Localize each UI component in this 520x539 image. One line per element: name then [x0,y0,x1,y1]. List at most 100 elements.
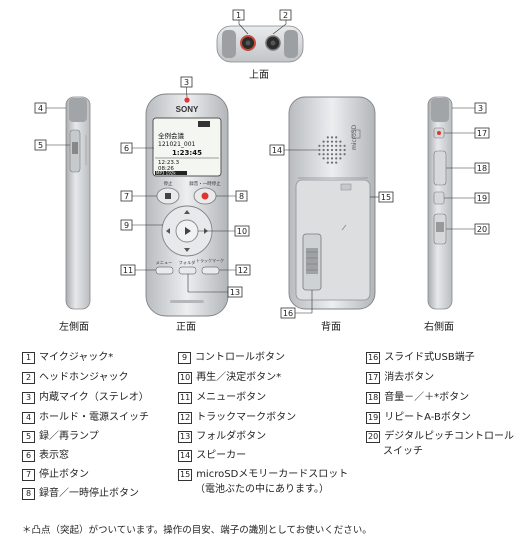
legend-num: 6 [22,450,35,462]
callout-number: 8 [239,192,244,201]
display-window [152,117,222,177]
callout-3: 3 [474,102,487,114]
speaker-hole [326,144,329,147]
callout-number: 16 [283,309,293,318]
menu-button [155,266,174,275]
callout-9: 9 [120,219,133,231]
legend-num: 2 [22,372,35,384]
speaker-hole [330,157,334,160]
speaker-hole [335,157,338,160]
stop-button-label: 停止 [164,180,173,187]
speaker-hole [330,136,334,139]
speaker-hole [318,148,321,152]
speaker-hole [322,157,325,160]
speaker-hole [330,161,334,164]
callout-number: 10 [237,227,247,236]
speaker-hole [322,148,325,152]
callout-number: 3 [478,104,483,113]
legend-label: 音量－／＋*ボタン [384,392,470,403]
speaker-hole [339,140,342,143]
callout-17: 17 [474,127,490,139]
legend-label: 停止ボタン [39,469,89,480]
legend-num: 9 [178,352,191,364]
legend-num: 7 [22,469,35,481]
legend-num: 17 [366,372,381,384]
legend-num: 14 [178,450,193,462]
speaker-hole [335,153,338,156]
callout-4: 4 [34,102,47,114]
legend-label: スライド式USB端子 [384,352,475,363]
legend-label: スピーカー [196,450,247,461]
callout-14: 14 [269,144,285,156]
legend-item-2: 2 ヘッドホンジャック [22,372,129,384]
speaker-hole [343,144,346,147]
device-illustration: SONY 全例会議 121021_001 1:23:45 12:23.3 08:… [34,9,490,319]
speaker-hole [326,140,329,143]
callout-number: 2 [283,11,288,20]
legend-label: ヘッドホンジャック [39,372,129,383]
speaker-hole [326,161,329,164]
callout-6: 6 [120,142,133,154]
callout-number: 14 [272,146,282,155]
legend-label: デジタルピッチコントロール [384,431,514,442]
view-label-left: 左側面 [59,322,89,333]
speaker-hole [318,153,321,156]
legend-num: 20 [366,431,381,443]
legend-item-15-note: （電池ぶたの中にあります。） [195,484,329,496]
callout-10: 10 [234,225,250,237]
back-view: microSD [288,96,376,310]
legend-label: 表示窓 [39,450,69,461]
legend-item-3: 3 内蔵マイク（ステレオ） [22,392,149,404]
callout-number: 18 [477,164,487,173]
top-view [216,25,304,63]
callout-number: 11 [123,266,133,275]
callout-19: 19 [474,192,490,204]
callout-18: 18 [474,162,490,174]
front-view: SONY 全例会議 121021_001 1:23:45 12:23.3 08:… [145,93,229,317]
speaker-hole [330,144,334,147]
legend-label: トラックマークボタン [196,412,297,423]
callout-11: 11 [120,264,136,276]
screen-line-5: 08:26 [158,166,174,172]
view-label-right: 右側面 [424,322,454,333]
legend-num: 16 [366,352,381,364]
menu-button-label: メニュー [156,260,173,265]
screen-line-2: 121021_001 [158,141,196,148]
callout-number: 19 [477,194,487,203]
callout-number: 4 [38,104,43,113]
screen-line-6: MP3 192k [156,171,176,176]
speaker-hole [326,136,329,139]
record-button-label: 録音・一時停止 [189,180,221,187]
screen-line-1: 全例会議 [158,131,185,140]
top-grille-left [222,30,236,58]
speaker-hole [339,153,342,156]
left-side-body [65,96,91,310]
legend-num: 3 [22,392,35,404]
folder-button [178,266,197,275]
view-label-top: 上面 [249,70,269,81]
speaker-hole [339,144,342,147]
legend-label: （電池ぶたの中にあります。） [195,484,329,495]
callout-number: 9 [124,221,129,230]
speaker-hole [339,148,342,152]
speaker-hole [326,153,329,156]
track-mark-button [201,266,220,275]
speaker-hole [330,140,334,143]
legend-num: 8 [22,488,35,500]
legend-item-6: 6 表示窓 [22,450,69,462]
legend-label: 内蔵マイク（ステレオ） [39,392,149,403]
legend-num: 15 [178,469,193,481]
up-arrow [184,210,190,214]
legend-num: 18 [366,392,381,404]
speaker-hole [343,153,346,156]
